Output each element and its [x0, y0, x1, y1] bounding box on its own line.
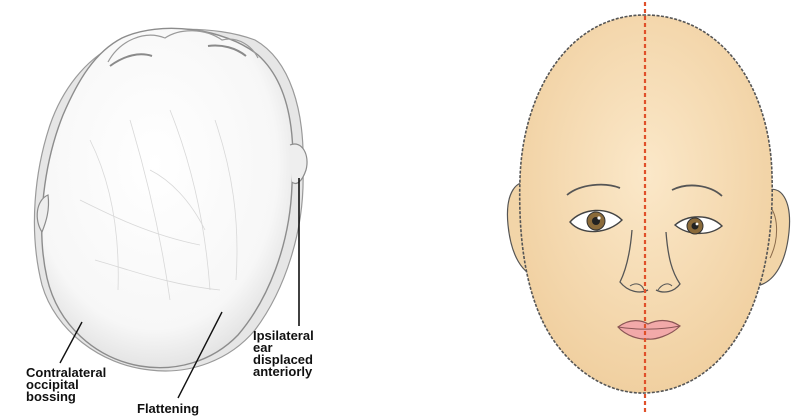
label-contralateral-occipital-bossing: Contralateral occipital bossing [26, 367, 106, 403]
label-flattening: Flattening [137, 403, 199, 415]
skull-right-ear [290, 144, 307, 183]
label-ipsilateral-ear-displaced: Ipsilateral ear displaced anteriorly [253, 330, 314, 378]
face-front-view [507, 2, 789, 412]
